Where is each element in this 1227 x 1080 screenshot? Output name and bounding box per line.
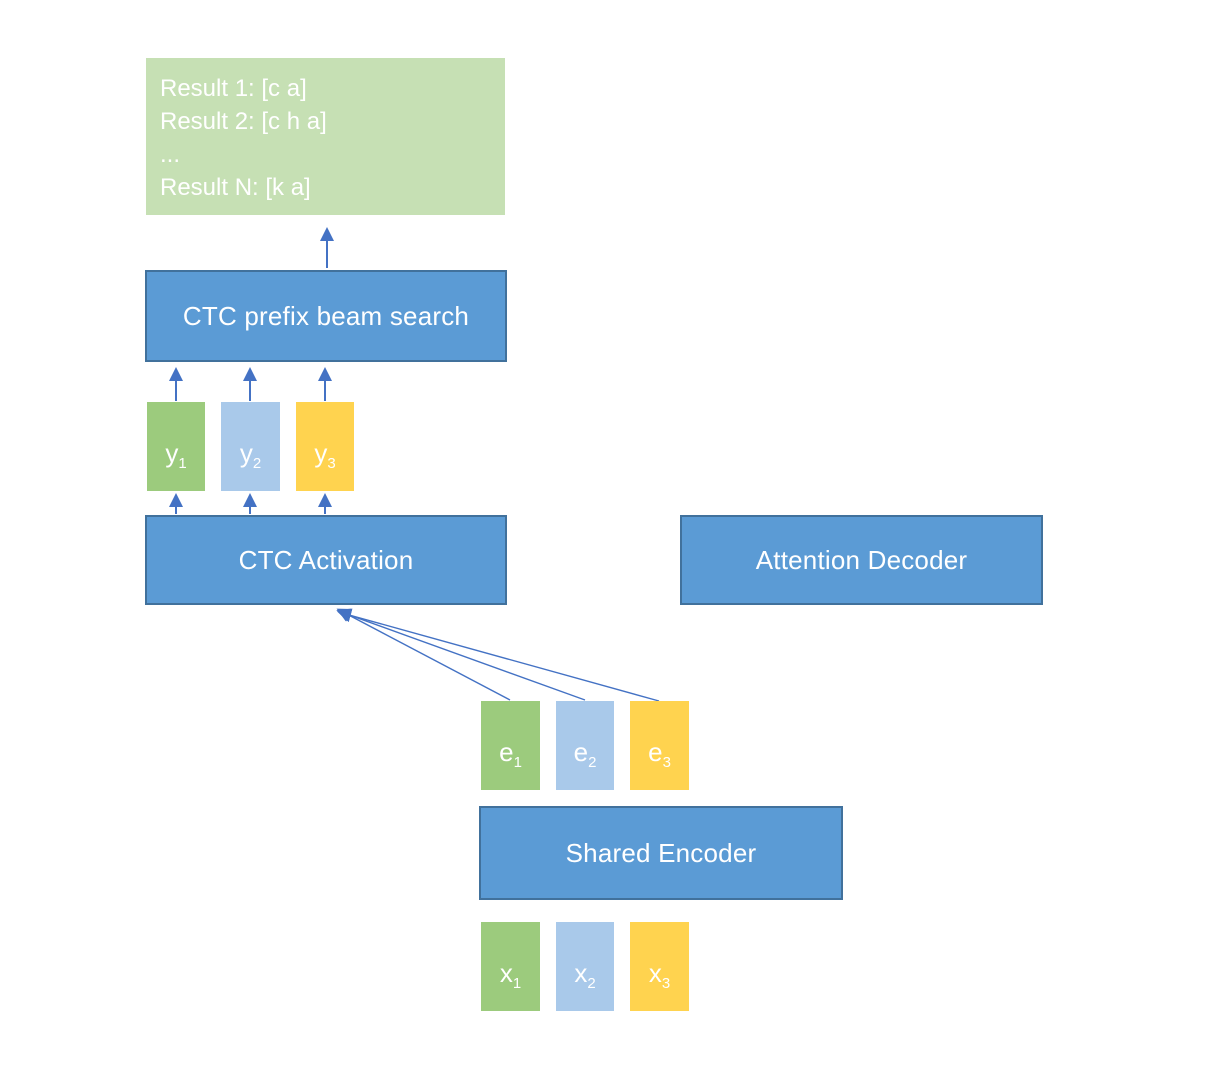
arrow-e1-to-activation [336,608,511,701]
arrow-e2-to-activation [336,608,586,701]
token-x1-label: x1 [499,958,522,993]
token-e1: e1 [481,701,540,790]
token-y3: y3 [296,402,354,491]
ctc-activation-block: CTC Activation [145,515,507,605]
token-e2: e2 [556,701,614,790]
token-x3-label: x3 [648,958,671,993]
token-x2: x2 [556,922,614,1011]
ctc-prefix-beam-search-label: CTC prefix beam search [182,300,470,331]
ctc-activation-label: CTC Activation [238,544,414,575]
ctc-prefix-beam-search-block: CTC prefix beam search [145,270,507,362]
token-y3-label: y3 [314,438,336,473]
result-line-2: Result 2: [c h a] [160,108,327,135]
token-y2: y2 [221,402,280,491]
result-line-ellipsis: ... [160,141,181,168]
token-e1-label: e1 [499,737,522,772]
token-x3: x3 [630,922,689,1011]
shared-encoder-label: Shared Encoder [565,837,757,868]
token-x2-label: x2 [574,958,596,993]
result-line-n: Result N: [k a] [160,174,311,201]
token-y1-label: y1 [165,438,187,473]
arrow-e3-to-activation [337,608,660,702]
token-e2-label: e2 [573,737,597,772]
shared-encoder-block: Shared Encoder [479,806,843,900]
attention-decoder-label: Attention Decoder [755,544,968,575]
attention-decoder-block: Attention Decoder [680,515,1043,605]
results-box: Result 1: [c a] Result 2: [c h a] ... Re… [146,58,505,215]
token-y1: y1 [147,402,205,491]
token-y2-label: y2 [239,438,262,473]
result-line-1: Result 1: [c a] [160,75,307,102]
token-e3: e3 [630,701,689,790]
token-e3-label: e3 [648,737,671,772]
token-x1: x1 [481,922,540,1011]
